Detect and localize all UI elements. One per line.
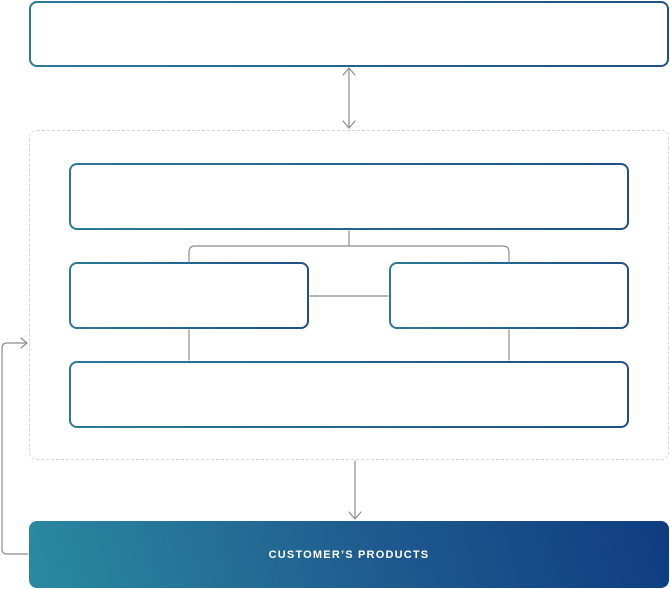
arrow-head-up: [342, 67, 356, 76]
feedback-arrow-head: [20, 337, 28, 349]
system-boundary: [29, 130, 669, 460]
top-block: [29, 1, 669, 67]
feedback-loop: [1, 342, 29, 555]
down-arrow-head: [348, 511, 362, 520]
inner-right-block: [389, 262, 629, 329]
inner-bottom-block: [69, 361, 629, 428]
inner-left-block: [69, 262, 309, 329]
inner-top-block: [69, 163, 629, 230]
customer-products-block: CUSTOMER’S PRODUCTS: [29, 521, 669, 588]
arrow-head-down: [342, 120, 356, 129]
customer-products-label: CUSTOMER’S PRODUCTS: [268, 548, 430, 561]
